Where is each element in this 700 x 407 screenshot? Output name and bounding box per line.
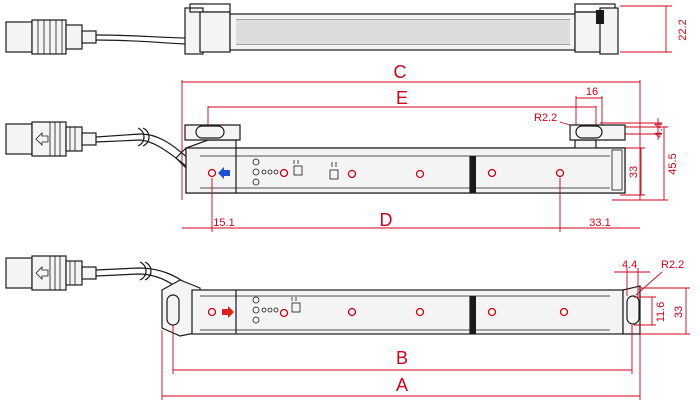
label-E: E — [396, 88, 408, 108]
dim-height-33-mid: 33 — [620, 147, 645, 196]
label-D: D — [380, 210, 393, 230]
label-height-33-bottom: 33 — [673, 306, 685, 318]
bottom-view: 4.4 R2.2 11.6 33 B — [5, 255, 690, 400]
bottom-connector — [5, 255, 97, 291]
dim-C: C — [181, 62, 641, 200]
dim-B: B — [172, 325, 633, 374]
middle-cable — [95, 127, 191, 167]
label-A: A — [396, 375, 408, 395]
label-radius-bottom: R2.2 — [661, 259, 684, 271]
emitter-arrow-icon — [218, 167, 230, 179]
label-C: C — [394, 62, 407, 82]
label-slot-height: 4.4 — [653, 122, 665, 137]
label-left-offset: 15.1 — [213, 217, 234, 229]
dim-E: E — [207, 88, 597, 125]
label-right-offset: 33.1 — [589, 217, 610, 229]
label-slot-width: 16 — [586, 86, 598, 98]
label-height-33-mid: 33 — [628, 166, 640, 178]
dim-height-45-5: 45.5 — [612, 126, 679, 201]
bottom-housing — [161, 279, 641, 337]
dim-slot-length: 11.6 — [634, 296, 667, 326]
label-B: B — [396, 348, 408, 368]
dim-slot-height-bottom: 4.4 — [614, 259, 650, 296]
top-cable — [95, 34, 186, 39]
dim-height-33-bottom: 33 — [640, 287, 690, 335]
top-housing — [184, 3, 619, 55]
dim-top-height: 22.2 — [620, 5, 689, 53]
dim-left-offset: 15.1 — [182, 178, 235, 232]
dim-radius-bottom: R2.2 — [635, 259, 684, 296]
label-top-height: 22.2 — [677, 19, 689, 40]
middle-view: C E 16 R2.2 4.4 — [5, 62, 679, 232]
label-radius-top: R2.2 — [534, 112, 557, 124]
dim-slot-width: 16 — [575, 86, 603, 125]
middle-connector — [5, 121, 97, 157]
label-slot-length: 11.6 — [655, 302, 667, 323]
label-slot-height-bottom: 4.4 — [622, 259, 637, 271]
dim-A: A — [161, 330, 641, 400]
receiver-arrow-icon — [222, 306, 234, 318]
dim-D: D — [212, 178, 561, 232]
top-view: 22.2 — [5, 3, 689, 55]
top-connector — [5, 19, 97, 55]
dim-right-offset: 33.1 — [560, 217, 640, 229]
middle-housing — [175, 124, 626, 194]
label-height-45-5: 45.5 — [667, 153, 679, 174]
